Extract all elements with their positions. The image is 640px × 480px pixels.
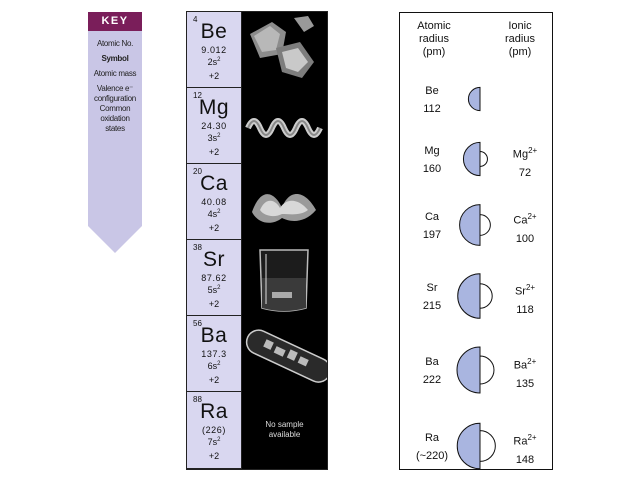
atomic-radius-header: Atomic radius (pm) [417,20,451,58]
key-oxidation-2: oxidation [100,114,130,123]
element-symbol: Sr [203,248,225,271]
photo-calcium [242,164,327,240]
ionic-label-ba: Ba2+135 [513,357,537,390]
atomic-number: 12 [193,91,202,100]
atomic-mass: (226) [201,425,226,435]
key-valence-2: configuration [94,94,136,103]
element-cell-ra: 88 Ra (226) 7s2 +2 [187,392,242,469]
key-atomic-number: Atomic No. [96,39,134,48]
electron-config: 7s2 [207,437,221,447]
atomic-mass: 9.012 [201,45,227,55]
atomic-mass: 24.30 [201,121,227,131]
key-atomic-mass: Atomic mass [93,69,137,78]
electron-config: 3s2 [207,133,221,143]
oxidation-state: +2 [208,147,220,157]
ionic-radius-half-ra [479,430,496,462]
ionic-label-sr: Sr2+118 [514,283,536,316]
atomic-radius-half-ba [456,346,481,394]
key-oxidation-1: Common [99,104,131,113]
key-body: Atomic No. Symbol Atomic mass Valence e⁻… [88,31,142,253]
atomic-label-ra: Ra(~220) [415,432,449,462]
ionic-label-mg: Mg2+72 [512,146,538,179]
atomic-number: 38 [193,243,202,252]
ionic-radius-header: Ionic radius (pm) [505,20,535,58]
element-symbol: Ba [200,324,228,347]
key-symbol: Symbol [101,54,129,63]
element-cell-mg: 12 Mg 24.30 3s2 +2 [187,88,242,164]
photo-barium [242,316,327,392]
atomic-mass: 87.62 [201,273,227,283]
atomic-number: 88 [193,395,202,404]
photo-beryllium [242,12,327,88]
ionic-radius-half-sr [479,283,493,309]
element-cell-ca: 20 Ca 40.08 4s2 +2 [187,164,242,240]
element-cell-sr: 38 Sr 87.62 5s2 +2 [187,240,242,316]
oxidation-state: +2 [208,299,220,309]
key-title: KEY [88,12,142,31]
atomic-number: 4 [193,15,198,24]
ionic-radius-half-ba [479,355,495,385]
element-cell-ba: 56 Ba 137.3 6s2 +2 [187,316,242,392]
atomic-radius-half-ra [456,422,481,469]
oxidation-state: +2 [208,71,220,81]
atomic-radius-half-be [467,86,481,112]
element-symbol: Mg [198,96,230,119]
photo-magnesium [242,88,327,164]
key-legend: KEY Atomic No. Symbol Atomic mass Valenc… [88,12,142,253]
electron-config: 5s2 [207,285,221,295]
element-cell-be: 4 Be 9.012 2s2 +2 [187,12,242,88]
ionic-radius-half-mg [479,151,488,167]
key-valence-1: Valence e⁻ [96,84,134,93]
atomic-radius-half-sr [457,273,481,319]
atomic-radius-half-ca [459,204,481,246]
electron-config: 2s2 [207,57,221,67]
element-symbol: Be [200,20,228,43]
element-symbol: Ra [200,400,228,423]
element-strip: 4 Be 9.012 2s2 +2 12 Mg 24.30 3s2 +2 20 … [186,11,328,470]
electron-config: 4s2 [207,209,221,219]
oxidation-state: +2 [208,375,220,385]
ionic-label-ca: Ca2+100 [513,212,537,245]
atomic-number: 56 [193,319,202,328]
ionic-radius-half-ca [479,214,491,236]
oxidation-state: +2 [208,223,220,233]
atomic-mass: 137.3 [201,349,227,359]
atomic-radius-half-mg [462,141,481,177]
key-oxidation-3: states [105,124,125,133]
oxidation-state: +2 [208,451,220,461]
element-symbol: Ca [200,172,228,195]
radius-diagram [456,86,496,469]
electron-config: 6s2 [207,361,221,371]
atomic-number: 20 [193,167,202,176]
photo-strontium [242,240,327,316]
ionic-label-ra: Ra2+148 [513,433,537,466]
no-sample-label: No sample available [265,420,304,439]
atomic-mass: 40.08 [201,197,227,207]
